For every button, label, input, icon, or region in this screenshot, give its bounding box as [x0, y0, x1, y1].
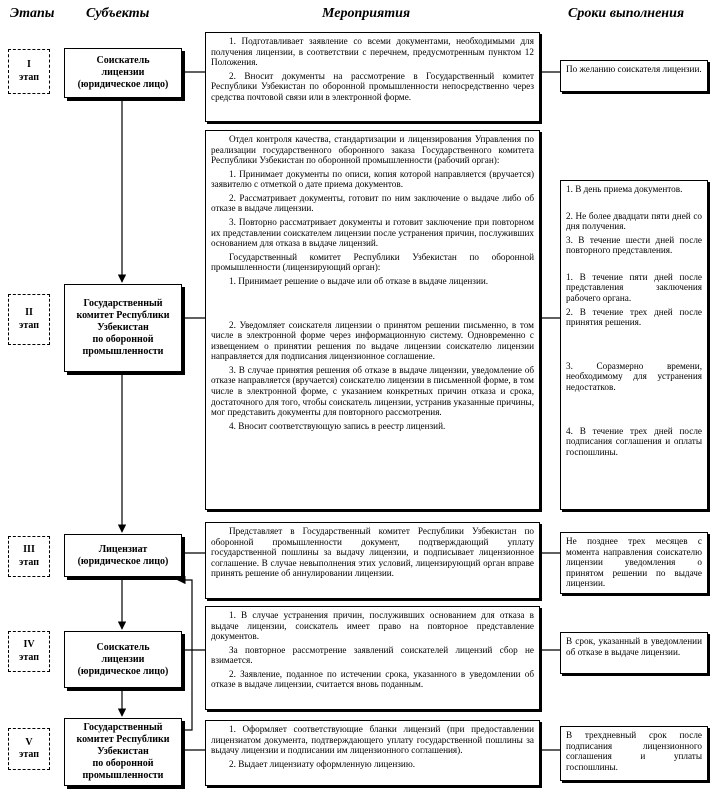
term-item: 1. В течение пяти дней после представлен… — [566, 271, 702, 304]
term-item: В трехдневный срок после подписания лице… — [566, 730, 702, 772]
spacer — [566, 331, 702, 361]
measure-item: Государственный комитет Республики Узбек… — [211, 251, 534, 273]
measure-item: 2. Заявление, поданное по истечении срок… — [211, 668, 534, 690]
terms-stage-3: Не позднее трех месяцев с момента направ… — [560, 532, 708, 594]
term-item: Не позднее трех месяцев с момента направ… — [566, 536, 702, 589]
stage-number: III — [23, 544, 35, 555]
measures-stage-1: 1. Подготавливает заявление со всеми док… — [205, 32, 540, 122]
subject-line: (юридическое лицо) — [77, 665, 169, 677]
stage-number: II — [25, 307, 33, 318]
subject-state-committee-2: Государственный комитет Республики Узбек… — [64, 718, 182, 786]
subject-line: Государственный — [83, 722, 163, 733]
subject-line: Соискатель — [96, 55, 150, 66]
stage-word: этап — [19, 749, 39, 760]
stage-5-label: V этап — [8, 728, 50, 770]
measure-item: 2. Вносит документы на рассмотрение в Го… — [211, 70, 534, 102]
stage-number: I — [27, 59, 31, 70]
subject-state-committee-1: Государственный комитет Республики Узбек… — [64, 284, 182, 372]
subject-line: по оборонной — [92, 334, 154, 345]
spacer — [566, 259, 702, 272]
terms-stage-2: 1. В день приема документов. 2. Не более… — [560, 180, 708, 510]
subject-line: комитет Республики — [76, 734, 170, 745]
measure-item: 3. В случае принятия решения об отказе в… — [211, 364, 534, 418]
subject-applicant-1: Соискатель лицензии (юридическое лицо) — [64, 48, 182, 98]
measures-stage-5: 1. Оформляет соответствующие бланки лице… — [205, 720, 540, 786]
subject-line: Государственный — [83, 298, 163, 309]
subject-line: Лицензиат — [98, 543, 148, 555]
subject-line: (юридическое лицо) — [77, 79, 169, 90]
term-item: В срок, указанный в уведомлении об отказ… — [566, 636, 702, 657]
stage-word: этап — [19, 319, 39, 331]
subject-line: Узбекистан — [97, 322, 149, 333]
term-item: 3. Соразмерно времени, необходимому для … — [566, 360, 702, 392]
measure-item: 1. В случае устранения причин, послуживш… — [211, 610, 534, 642]
term-item: 3. В течение шести дней после повторного… — [566, 234, 702, 256]
measure-item: 1. Принимает решение о выдаче или об отк… — [229, 275, 489, 286]
measures-stage-3: Представляет в Государственный комитет Р… — [205, 522, 540, 599]
term-item: 2. Не более двадцати пяти дней со дня по… — [566, 210, 702, 232]
subject-applicant-2: Соискатель лицензии (юридическое лицо) — [64, 631, 182, 688]
subject-line: по оборонной — [92, 758, 154, 769]
stage-number: IV — [23, 639, 35, 650]
stage-number: V — [25, 736, 33, 748]
measure-item: 1. Принимает документы по описи, копия к… — [211, 168, 534, 190]
measures-stage-2: Отдел контроля качества, стандартизации … — [205, 130, 540, 510]
terms-stage-1: По желанию соискателя лицензии. — [560, 60, 708, 92]
stage-word: этап — [19, 556, 39, 568]
subject-line: промышленности — [82, 770, 164, 781]
stage-2-label: II этап — [8, 294, 50, 345]
subject-line: лицензии — [101, 67, 145, 78]
stage-1-label: I этап — [8, 49, 50, 94]
terms-stage-5: В трехдневный срок после подписания лице… — [560, 726, 708, 781]
stage-word: этап — [19, 71, 39, 83]
subject-line: (юридическое лицо) — [77, 555, 169, 567]
measure-item: 1. Подготавливает заявление со всеми док… — [211, 36, 534, 68]
measure-item: 3. Повторно рассматривает документы и го… — [211, 217, 534, 249]
measure-item: Представляет в Государственный комитет Р… — [211, 526, 534, 579]
stage-word: этап — [19, 651, 39, 663]
measure-item: За повторное рассмотрение заявлений соис… — [211, 644, 534, 666]
subject-line: лицензии — [101, 653, 145, 665]
header-subjects: Субъекты — [86, 6, 150, 21]
header-measures: Мероприятия — [322, 6, 411, 21]
stage-3-label: III этап — [8, 536, 50, 577]
spacer — [566, 198, 702, 211]
term-item: 1. В день приема документов. — [566, 184, 683, 194]
term-item: 2. В течение трех дней после принятия ре… — [566, 306, 702, 328]
term-item: 4. В течение трех дней после подписания … — [566, 425, 702, 457]
measure-item: 4. Вносит соответствующую запись в реест… — [229, 420, 446, 431]
measure-item: 2. Выдает лицензиату оформленную лицензи… — [229, 758, 415, 769]
measure-item: Отдел контроля качества, стандартизации … — [211, 134, 534, 166]
measure-item: 2. Уведомляет соискателя лицензии о прин… — [211, 319, 534, 362]
subject-licensee: Лицензиат (юридическое лицо) — [64, 534, 182, 577]
spacer — [566, 396, 702, 426]
header-stages: Этапы — [10, 6, 55, 21]
subject-line: комитет Республики — [76, 310, 170, 321]
measures-stage-4: 1. В случае устранения причин, послуживш… — [205, 606, 540, 710]
measure-item: 2. Рассматривает документы, готовит по н… — [211, 192, 534, 214]
subject-line: Узбекистан — [97, 746, 149, 757]
term-item: По желанию соискателя лицензии. — [566, 64, 702, 74]
subject-line: промышленности — [82, 346, 164, 357]
measure-item: 1. Оформляет соответствующие бланки лице… — [211, 724, 534, 756]
header-terms: Сроки выполнения — [568, 6, 685, 21]
subject-line: Соискатель — [96, 641, 150, 653]
stage-4-label: IV этап — [8, 631, 50, 672]
terms-stage-4: В срок, указанный в уведомлении об отказ… — [560, 632, 708, 674]
spacer — [211, 290, 534, 320]
